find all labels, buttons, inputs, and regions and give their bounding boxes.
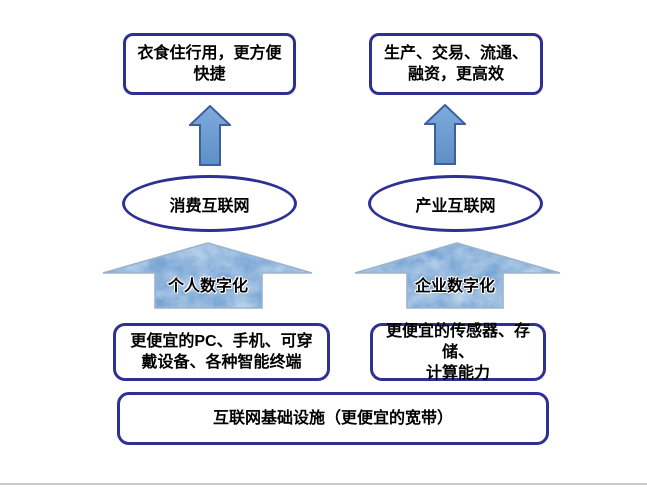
consumer-internet-ellipse: 消费互联网	[122, 175, 297, 232]
consumer-benefit-box: 衣食住行用，更方便 快捷	[123, 33, 296, 95]
industry-up-arrow-icon	[424, 104, 466, 165]
enterprise-digitalization-label: 企业数字化	[414, 278, 495, 295]
bottom-divider-line	[0, 483, 647, 485]
personal-digitalization-label: 个人数字化	[167, 278, 248, 295]
industry-enabler-box: 更便宜的传感器、存储、 计算能力	[370, 323, 546, 382]
industry-benefit-box: 生产、交易、流通、 融资，更高效	[369, 33, 543, 95]
industry-internet-ellipse: 产业互联网	[368, 175, 543, 232]
infrastructure-box: 互联网基础设施（更便宜的宽带）	[117, 392, 549, 445]
digitalization-arrows	[102, 242, 561, 309]
consumer-up-arrow-icon	[189, 105, 231, 166]
consumer-enabler-box: 更便宜的PC、手机、可穿 戴设备、各种智能终端	[113, 323, 330, 381]
